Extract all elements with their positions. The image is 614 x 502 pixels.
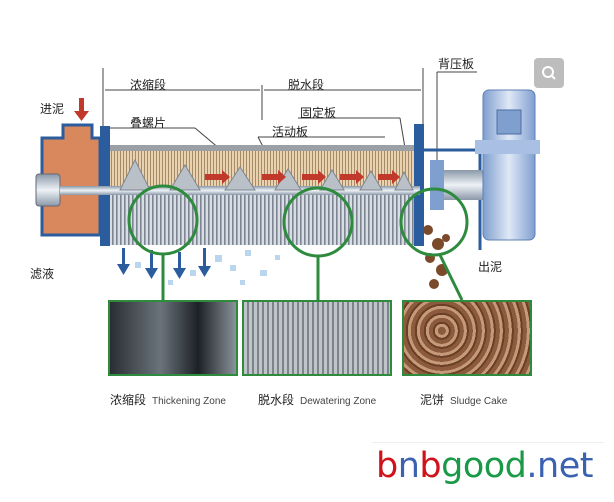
motor <box>482 89 536 241</box>
label-filtrate: 滤液 <box>30 267 55 281</box>
label-dewatering-zone: 脱水段 <box>288 78 325 92</box>
flow-arrows <box>205 170 400 184</box>
caption-thickening: 浓缩段 Thickening Zone <box>110 391 226 408</box>
caption-sludge-cake: 泥饼 Sludge Cake <box>420 391 507 408</box>
label-thickening-zone: 浓缩段 <box>130 78 167 92</box>
inlet-arrow <box>79 98 84 112</box>
dimension-lines <box>102 68 477 165</box>
label-stacked-screw: 叠螺片 <box>130 116 167 130</box>
dewatering-zone-photo <box>242 300 392 376</box>
caption-cn: 浓缩段 <box>110 393 147 407</box>
sludge-cake <box>423 225 450 289</box>
fixed-plate <box>110 145 414 151</box>
watermark-logo: bnbgood.net <box>376 446 593 486</box>
caption-cn: 泥饼 <box>420 393 445 407</box>
divider <box>372 442 604 443</box>
label-sludge-outlet: 出泥 <box>478 260 503 274</box>
cake-highlight <box>399 187 469 257</box>
label-fixed-plate: 固定板 <box>300 106 337 120</box>
label-sludge-inlet: 进泥 <box>40 102 65 116</box>
zoom-search-icon[interactable] <box>534 58 564 88</box>
filter-rings <box>110 195 414 245</box>
label-back-pressure-plate: 背压板 <box>438 57 475 71</box>
thickening-zone-photo <box>108 300 238 376</box>
caption-en: Thickening Zone <box>152 396 226 407</box>
label-moving-plate: 活动板 <box>272 125 309 139</box>
caption-en: Sludge Cake <box>450 396 508 407</box>
caption-dewatering: 脱水段 Dewatering Zone <box>258 391 376 408</box>
sludge-cake-photo <box>402 300 532 376</box>
caption-cn: 脱水段 <box>258 393 295 407</box>
caption-en: Dewatering Zone <box>300 396 377 407</box>
